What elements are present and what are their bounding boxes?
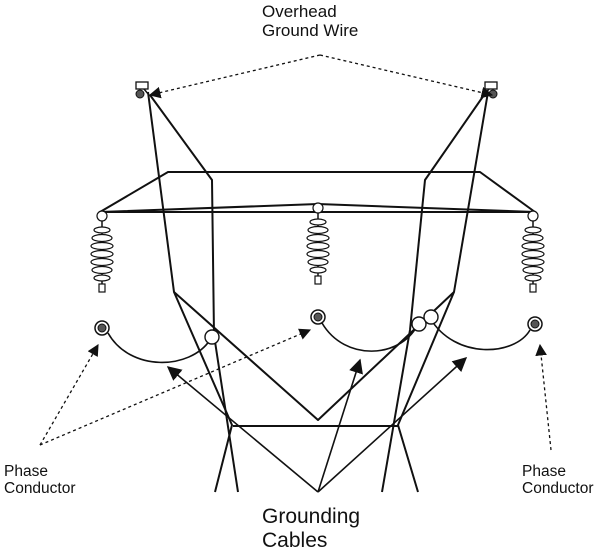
grounding-cables-label: Grounding Cables bbox=[262, 505, 360, 552]
tower-right-inner-leg bbox=[381, 94, 485, 493]
callout-arrows-dashed bbox=[39, 54, 552, 451]
phase-conductor-right bbox=[527, 316, 543, 332]
arrow-gc-center bbox=[317, 358, 363, 493]
grounding-cable-left bbox=[107, 332, 211, 364]
grounding-clamps bbox=[204, 309, 439, 345]
overhead-ground-wire-label-line1: Overhead bbox=[262, 2, 337, 21]
phase-conductor-left bbox=[94, 320, 110, 336]
arrow-ogw-left bbox=[148, 54, 321, 99]
grounding-cable-loops bbox=[107, 317, 531, 364]
grounding-clamp-center bbox=[411, 316, 427, 332]
overhead-ground-wire-label: Overhead Ground Wire bbox=[262, 2, 358, 40]
phase-conductor-left-label: Phase Conductor bbox=[4, 463, 76, 498]
phase-conductor-center bbox=[310, 309, 326, 325]
phase-conductor-right-label-line1: Phase bbox=[522, 463, 566, 480]
ground-wire-clamp-left bbox=[135, 81, 150, 99]
insulator-string-center bbox=[306, 202, 330, 285]
phase-conductor-right-label: Phase Conductor bbox=[522, 463, 594, 498]
phase-conductor-left-label-line2: Conductor bbox=[4, 480, 76, 498]
overhead-ground-wire-label-line2: Ground Wire bbox=[262, 21, 359, 41]
arrow-pc-left-to-left bbox=[39, 343, 99, 446]
insulator-string-left bbox=[90, 210, 114, 293]
grounding-clamp-left bbox=[204, 329, 220, 345]
callout-arrows-solid bbox=[166, 357, 468, 493]
arrow-gc-right bbox=[317, 357, 468, 493]
grounding-cables-label-line1: Grounding bbox=[262, 505, 361, 528]
tower-left-inner-leg bbox=[149, 94, 239, 493]
arrow-pc-right bbox=[535, 343, 552, 451]
phase-conductor-left-label-line1: Phase bbox=[4, 463, 48, 480]
phase-conductor-right-label-line2: Conductor bbox=[522, 480, 594, 498]
tower-left-outer-leg bbox=[147, 91, 233, 493]
tower-v-brace bbox=[173, 291, 455, 421]
grounding-cable-center bbox=[321, 322, 418, 352]
grounding-cable-right bbox=[429, 317, 531, 351]
insulator-string-right bbox=[521, 210, 545, 293]
ground-wire-clamp-right bbox=[483, 81, 498, 99]
arrow-gc-left bbox=[166, 366, 319, 493]
arrow-ogw-right bbox=[319, 54, 494, 99]
grounding-cables-label-line2: Cables bbox=[262, 528, 328, 552]
tower-frame bbox=[99, 91, 536, 493]
tower-right-outer-leg bbox=[397, 91, 489, 493]
grounding-clamp-right bbox=[423, 309, 439, 325]
arrow-pc-left-to-center bbox=[39, 328, 312, 446]
